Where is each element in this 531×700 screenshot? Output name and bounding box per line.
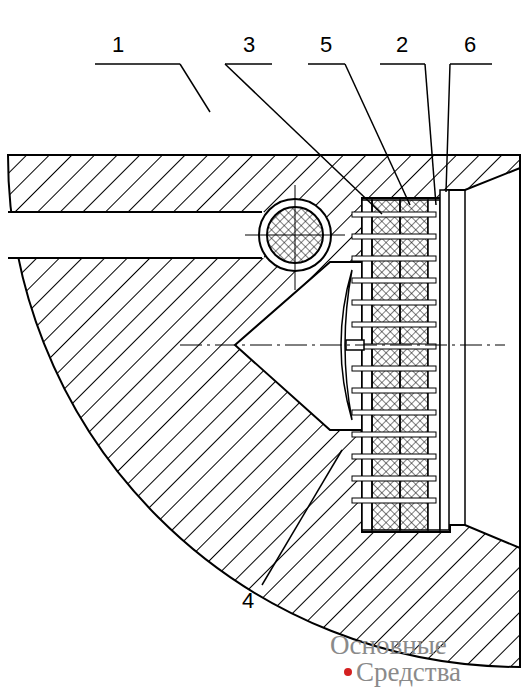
callout-number: 2: [396, 34, 408, 56]
pin: [352, 432, 436, 437]
pin: [352, 212, 436, 217]
pin: [352, 234, 436, 239]
pin: [352, 454, 436, 459]
pin: [352, 366, 436, 371]
pin: [352, 476, 436, 481]
callout-number: 3: [243, 34, 255, 56]
pin: [352, 256, 436, 261]
pin: [352, 278, 436, 283]
callout-number: 6: [464, 34, 476, 56]
watermark: Основные: [330, 632, 447, 659]
pin: [352, 300, 436, 305]
watermark: Средства: [356, 659, 461, 686]
pin: [352, 322, 436, 327]
callout-number: 1: [112, 34, 124, 56]
callout-number: 5: [320, 34, 332, 56]
callout-number: 4: [242, 590, 254, 612]
pin: [352, 388, 436, 393]
pin: [352, 410, 436, 415]
pin: [352, 498, 436, 503]
